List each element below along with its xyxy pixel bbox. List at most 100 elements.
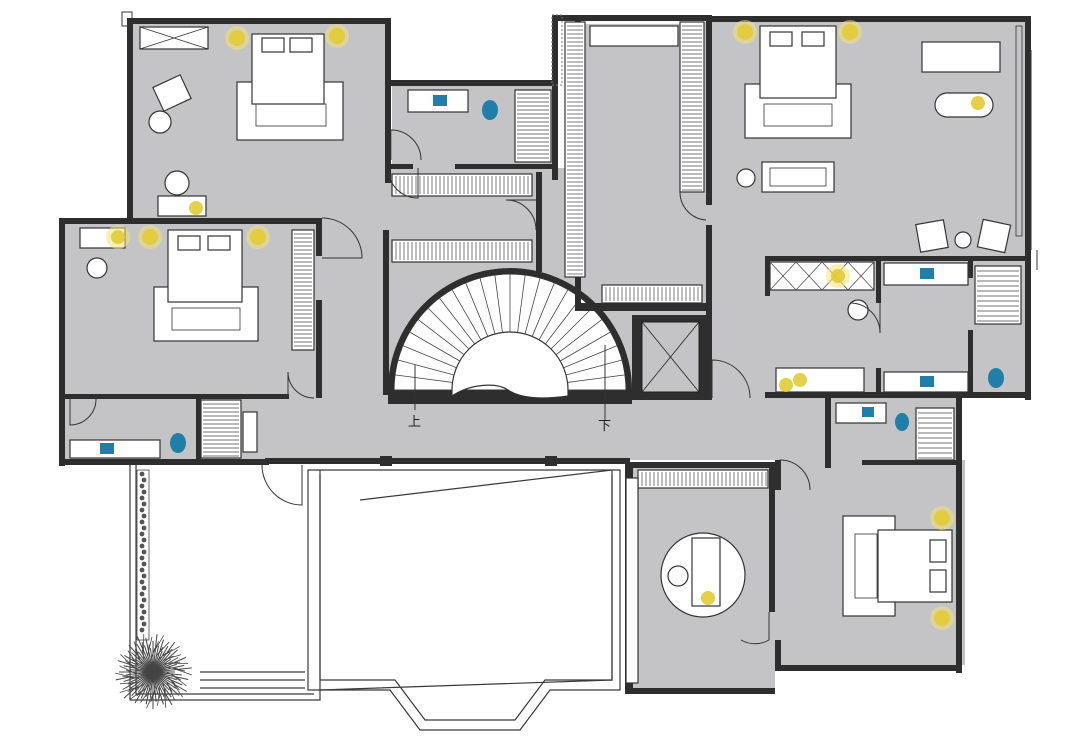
side-table (148, 110, 172, 134)
wall (968, 258, 973, 278)
wall (625, 688, 775, 694)
door-swing (679, 191, 707, 221)
tree-twig (157, 691, 160, 706)
shrub (139, 627, 145, 633)
door-swing (711, 359, 751, 399)
door-swing (779, 459, 811, 491)
tree-twig (173, 676, 187, 686)
tree-branch (152, 649, 178, 673)
wall (706, 15, 712, 205)
bay-window-inner (319, 475, 613, 721)
planter-strip (136, 469, 150, 641)
column (551, 14, 563, 86)
wall (196, 399, 201, 459)
shrub (141, 597, 147, 603)
wardrobe (589, 25, 679, 47)
pillow (929, 569, 947, 593)
tree-twig (159, 641, 170, 653)
shower-grate (977, 270, 1019, 322)
stair-tread (402, 345, 457, 369)
tree-branch (152, 671, 182, 676)
stair-tread (567, 374, 626, 383)
stair-treads (394, 274, 626, 391)
planter-shrubs (139, 471, 147, 633)
wall (455, 164, 555, 169)
toilet-icon (988, 368, 1004, 388)
wall (536, 172, 542, 272)
wall (316, 218, 322, 256)
cabinet (769, 261, 875, 291)
sink-icon (920, 268, 934, 279)
shrub (141, 477, 147, 483)
rug-inner (854, 533, 878, 599)
stair-tread (517, 274, 526, 333)
wardrobe-cross (139, 26, 209, 50)
tree-branch (152, 641, 176, 673)
bathroom-left (69, 399, 258, 459)
stair-tread (465, 282, 489, 337)
tree-branch (152, 634, 158, 673)
wall (127, 18, 133, 222)
rug-inner (763, 103, 833, 127)
shrub (139, 555, 145, 561)
stair-down-label: 下 (598, 419, 611, 434)
lamp (329, 28, 345, 44)
shelf-unit (391, 173, 533, 197)
stair-up-label: 上 (408, 415, 421, 430)
tree-branch (152, 671, 164, 705)
tree-branches (114, 634, 193, 709)
wall (706, 225, 712, 400)
terrace-diagonal (319, 469, 613, 691)
lamp (189, 201, 203, 215)
bedroom-top-right (733, 20, 1023, 254)
vanity (835, 402, 887, 424)
wall (391, 80, 557, 86)
wall (825, 398, 831, 468)
shower-grate (517, 93, 549, 159)
shrub (141, 549, 147, 555)
tree-twig (164, 691, 167, 708)
door-swing (69, 398, 97, 426)
tree-branch (122, 671, 154, 690)
shrub (141, 561, 147, 567)
tree-twig (119, 687, 136, 693)
walls (59, 15, 1031, 694)
wall (59, 394, 289, 399)
closet-center (564, 21, 705, 304)
shrub (141, 501, 147, 507)
door-swing (390, 129, 422, 161)
lamp (831, 269, 845, 283)
elevator-cross-2 (641, 321, 700, 393)
tree-branch (152, 671, 173, 706)
lamp (842, 24, 858, 40)
wall (380, 456, 392, 466)
wall (383, 230, 389, 395)
wall (385, 18, 391, 183)
shrub (141, 585, 147, 591)
chair (164, 170, 190, 196)
wall (706, 16, 1031, 22)
shrub (139, 519, 145, 525)
sink-icon (920, 376, 934, 387)
terrace-outline-inner (135, 465, 314, 695)
wardrobe-hangers (567, 25, 702, 301)
stair-tread (560, 331, 611, 362)
wall (862, 460, 962, 465)
tree-twig (120, 682, 135, 685)
tree-branch (152, 667, 192, 673)
stair-tread (417, 319, 465, 356)
wall (552, 15, 712, 21)
tree-twig (119, 665, 133, 673)
wall (575, 303, 710, 311)
tree-twig (165, 646, 180, 655)
tree-twig (168, 685, 175, 700)
tree-twig (120, 654, 133, 666)
wall (876, 258, 881, 303)
wall (769, 462, 775, 612)
chair (667, 565, 689, 587)
cabinet-cross (795, 261, 823, 291)
stair-tread (524, 277, 541, 335)
wall (765, 256, 1031, 261)
stair-inner-core (451, 331, 569, 399)
wardrobe (564, 21, 586, 278)
